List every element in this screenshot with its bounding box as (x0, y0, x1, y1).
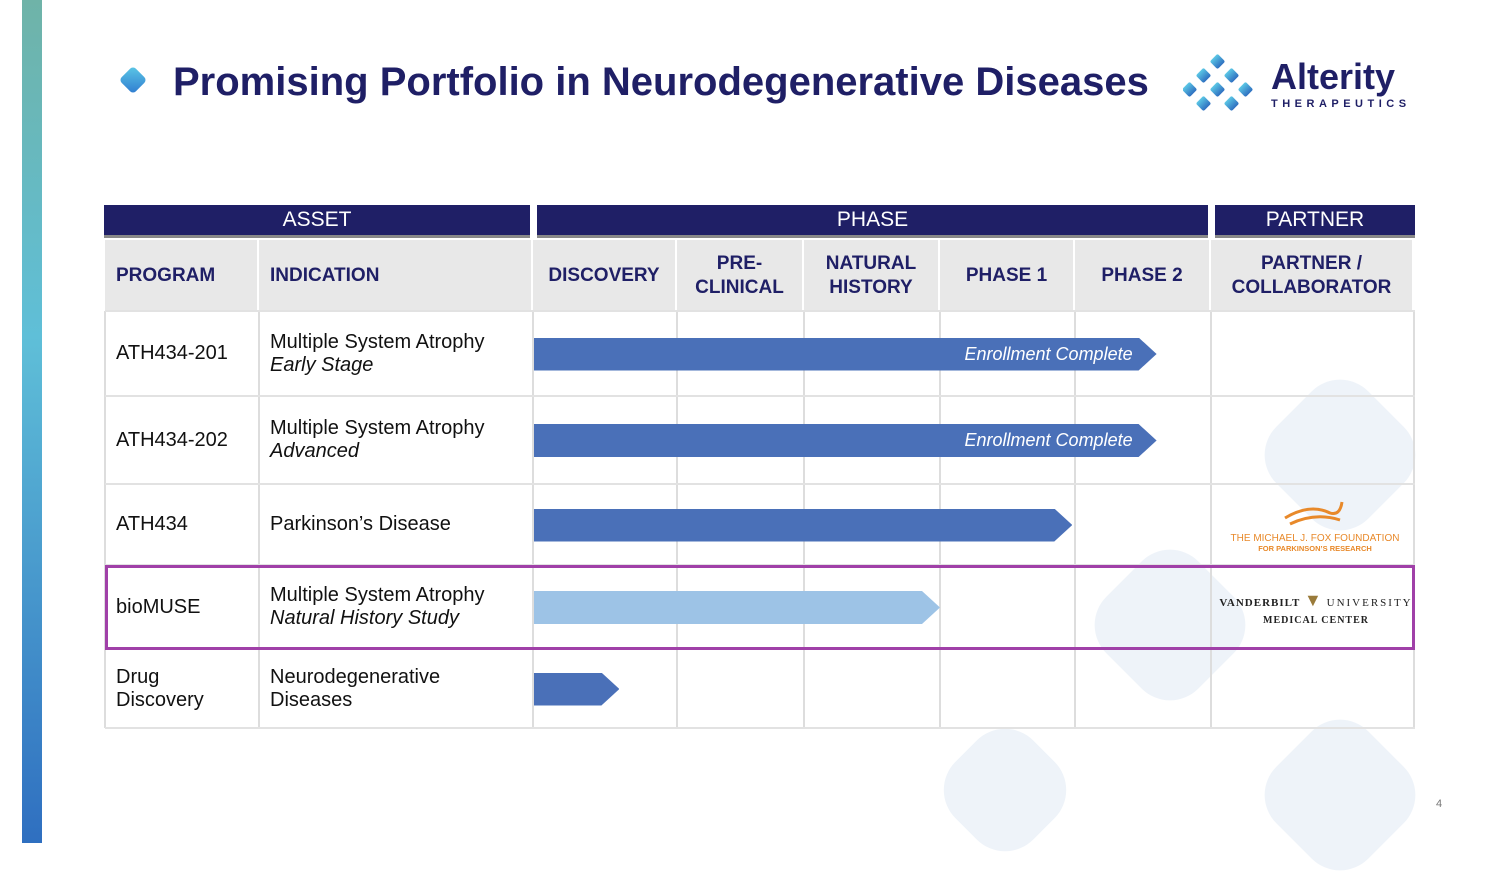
indication-text: Multiple System Atrophy (270, 330, 485, 353)
accent-bar (22, 0, 42, 843)
highlight-box (105, 565, 1415, 650)
v-shield-icon: ▼ (1304, 590, 1323, 610)
phase-progress-bar (534, 509, 1072, 542)
grid-line (532, 311, 534, 728)
indication-text: Multiple System Atrophy (270, 584, 485, 606)
program-cell: ATH434-202 (116, 428, 228, 451)
program-cell: ATH434 (116, 513, 188, 535)
program-cell: bioMUSE (116, 595, 201, 618)
bg-decoration (1248, 703, 1432, 887)
grid-line (258, 311, 260, 728)
logo-mark-icon (1182, 54, 1253, 111)
indication-text: Parkinson’s Disease (270, 513, 451, 535)
alterity-logo: Alterity THERAPEUTICS (1182, 54, 1413, 114)
grid-line (1074, 311, 1076, 728)
grid-line (105, 395, 1415, 397)
bar-label: Enrollment Complete (964, 430, 1133, 450)
column-header: PROGRAM (105, 240, 259, 311)
column-header: PHASE 1 (940, 240, 1075, 311)
program-cell: ATH434-201 (116, 342, 228, 364)
column-header: PARTNER /COLLABORATOR (1211, 240, 1414, 311)
phase-progress-bar: Enrollment Complete (534, 338, 1157, 371)
bg-decoration (927, 712, 1083, 868)
bar-label: Enrollment Complete (964, 343, 1133, 364)
indication-text: Multiple System Atrophy (270, 417, 485, 439)
group-header-asset: ASSET (104, 205, 530, 238)
indication-cell: Parkinson’s Disease (270, 484, 451, 565)
indication-detail: Advanced (270, 440, 359, 462)
grid-line (104, 311, 106, 728)
column-header: INDICATION (259, 240, 533, 311)
phase-progress-bar: Enrollment Complete (534, 424, 1157, 457)
phase-progress-bar (534, 673, 619, 706)
column-header: PRE-CLINICAL (677, 240, 804, 311)
indication-detail: Early Stage (270, 353, 374, 376)
group-header-partner: PARTNER (1215, 205, 1415, 238)
page-number: 4 (1436, 798, 1443, 810)
group-header-phase: PHASE (537, 205, 1208, 238)
grid-line (105, 727, 1415, 729)
column-header: PHASE 2 (1075, 240, 1211, 311)
fox-icon (1284, 501, 1344, 526)
grid-line (105, 483, 1415, 485)
phase-progress-bar (534, 591, 940, 624)
title-bullet-icon (118, 65, 148, 95)
grid-line (1210, 311, 1212, 728)
grid-line (105, 310, 1415, 312)
indication-detail: Natural History Study (270, 607, 459, 629)
column-header: DISCOVERY (533, 240, 677, 311)
page-title: Promising Portfolio in Neurodegenerative… (173, 60, 1149, 104)
grid-line (1413, 311, 1415, 728)
